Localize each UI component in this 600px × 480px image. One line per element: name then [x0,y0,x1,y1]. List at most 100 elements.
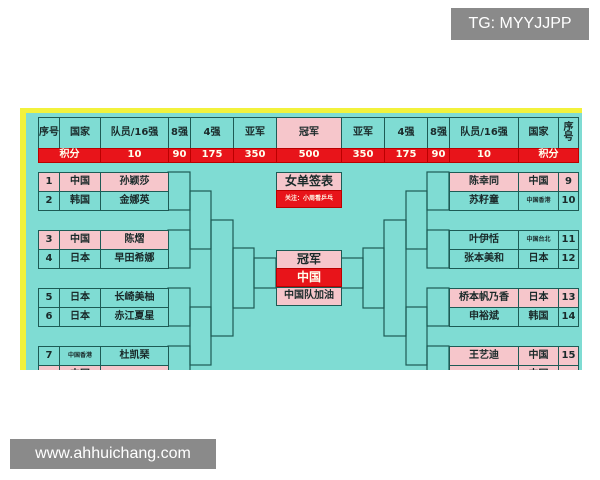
player-seed: 13 [558,288,579,308]
points-right-1: 175 [384,148,428,163]
player-country: 中国 [59,230,101,250]
bracket-connector [189,190,212,250]
watermark-top: TG: MYYJJPP [451,8,589,40]
header-left-3: 8强 [168,117,191,149]
player-country: 韩国 [518,307,559,327]
player-seed: 3 [38,230,60,250]
bracket-connector [426,229,450,269]
bracket-connector [167,345,191,370]
bracket-connector [383,219,407,337]
bracket-connector [167,171,191,211]
player-name: 张本美和 [449,249,519,269]
player-country: 中国香港 [518,191,559,211]
player-seed: 2 [38,191,60,211]
player-seed: 6 [38,307,60,327]
points-left-1: 90 [168,148,191,163]
player-seed: 4 [38,249,60,269]
points-left-3: 350 [233,148,277,163]
points-left-2: 175 [190,148,234,163]
player-name: 苏籽童 [449,191,519,211]
points-left-0: 10 [100,148,169,163]
player-name: 申裕斌 [449,307,519,327]
player-name: 陈幸同 [449,172,519,192]
player-country: 日本 [518,249,559,269]
left-border [20,108,26,370]
player-country: 中国 [518,172,559,192]
player-name: 长崎美柚 [100,288,169,308]
player-name: 赤江夏星 [100,307,169,327]
bracket-connector [362,247,385,309]
bracket-connector [253,257,277,289]
player-country: 中国香港 [59,346,101,366]
cheer-text: 中国队加油 [276,287,342,306]
bracket-connector [405,190,428,250]
player-seed: 12 [558,249,579,269]
points-label-right: 积分 [518,148,579,163]
player-name [100,365,169,370]
bracket-connector [167,287,191,327]
player-country: 日本 [59,249,101,269]
header-left-2: 队员/16强 [100,117,169,149]
player-name: 孙颖莎 [100,172,169,192]
header-right-4: 国家 [518,117,559,149]
bracket-connector [426,345,450,370]
player-country: 中国 [518,365,559,370]
player-name: 金娜英 [100,191,169,211]
draw-title: 女单签表 [276,172,342,191]
player-seed: 9 [558,172,579,192]
points-champion: 500 [276,148,342,163]
points-right-0: 350 [341,148,385,163]
player-name: 早田希娜 [100,249,169,269]
player-country: 日本 [518,288,559,308]
player-name: 杜凯琹 [100,346,169,366]
header-right-5: 序号 [558,117,579,149]
header-left-1: 国家 [59,117,101,149]
player-seed: 8 [38,365,60,370]
player-seed: 5 [38,288,60,308]
player-country: 中国台北 [518,230,559,250]
bracket-connector [167,229,191,269]
player-name: 王艺迪 [449,346,519,366]
player-seed: 11 [558,230,579,250]
player-country: 日本 [59,288,101,308]
header-champion: 冠军 [276,117,342,149]
player-seed: 10 [558,191,579,211]
player-country: 中国 [59,172,101,192]
bracket-connector [189,306,212,366]
header-left-5: 亚军 [233,117,277,149]
header-right-3: 队员/16强 [449,117,519,149]
champion-label: 冠军 [276,250,342,269]
player-country: 中国 [59,365,101,370]
player-name [449,365,519,370]
player-seed: 15 [558,346,579,366]
points-label-left: 积分 [38,148,101,163]
player-seed: 14 [558,307,579,327]
player-seed: 7 [38,346,60,366]
header-left-4: 4强 [190,117,234,149]
player-country: 韩国 [59,191,101,211]
points-right-3: 10 [449,148,519,163]
champion-name: 中国 [276,268,342,287]
bracket-connector [340,257,364,289]
points-right-2: 90 [427,148,450,163]
player-name: 桥本帆乃香 [449,288,519,308]
player-seed: 1 [38,172,60,192]
bracket-connector [405,306,428,366]
player-name: 叶伊恬 [449,230,519,250]
player-seed: 16 [558,365,579,370]
bracket-connector [426,287,450,327]
top-border [20,108,582,113]
player-country: 中国 [518,346,559,366]
player-name: 陈熠 [100,230,169,250]
header-right-0: 亚军 [341,117,385,149]
draw-subtitle: 关注：小周看乒乓 [276,190,342,208]
header-left-0: 序号 [38,117,60,149]
header-right-2: 8强 [427,117,450,149]
bracket-connector [232,247,255,309]
watermark-bottom: www.ahhuichang.com [10,439,216,469]
header-right-1: 4强 [384,117,428,149]
player-country: 日本 [59,307,101,327]
bracket-connector [426,171,450,211]
bracket-connector [210,219,234,337]
